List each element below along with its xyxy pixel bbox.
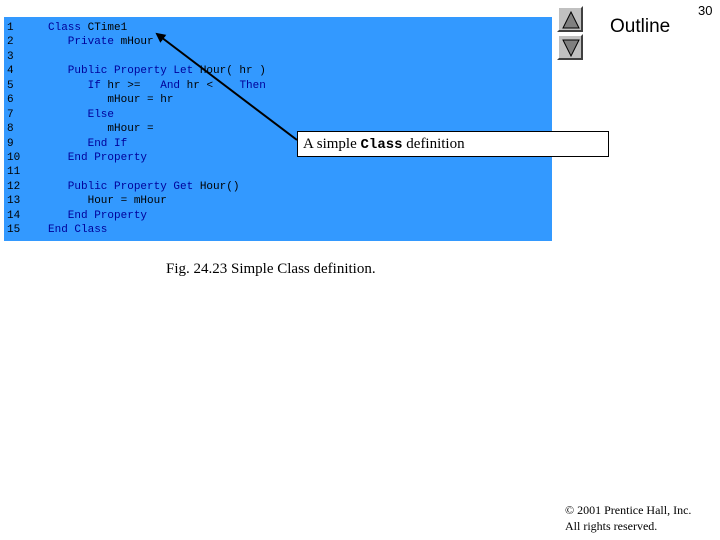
line-number: 15 xyxy=(7,224,21,237)
callout-prefix: A simple xyxy=(303,136,361,152)
code-keyword: Private xyxy=(48,36,121,49)
code-text: Hour() xyxy=(199,180,240,193)
code-text: hr < xyxy=(186,79,240,92)
line-number: 10 xyxy=(7,151,21,164)
line-number: 1 xyxy=(7,22,14,34)
figure-caption: Fig. 24.23 Simple Class definition. xyxy=(166,261,376,277)
code-text: Hour = mHour xyxy=(48,195,167,208)
code-text: mHour = hr xyxy=(48,94,174,107)
code-line: Public Property Let Hour( hr ) xyxy=(48,64,266,78)
outline-title[interactable]: Outline xyxy=(610,16,671,37)
copyright-line-2: All rights reserved. xyxy=(565,519,658,533)
code-keyword: Class xyxy=(48,22,88,34)
code-keyword: And xyxy=(160,79,187,92)
code-text: mHour xyxy=(120,36,154,49)
code-keyword: End If xyxy=(48,137,128,150)
code-line: If hr >= And hr < Then xyxy=(48,79,266,93)
code-text: mHour = xyxy=(48,123,154,136)
code-listing: Class CTime1 Private mHour Public Proper… xyxy=(48,21,266,238)
code-line: End If xyxy=(48,137,266,151)
previous-slide-button[interactable] xyxy=(557,6,583,32)
code-text: Hour( hr ) xyxy=(199,65,266,78)
callout-box: A simple Class definition xyxy=(297,131,609,157)
code-line: Private mHour xyxy=(48,35,266,49)
code-line: End Property xyxy=(48,209,266,223)
code-keyword: Then xyxy=(239,79,266,92)
code-keyword: Else xyxy=(48,108,115,121)
triangle-up-icon xyxy=(562,11,580,29)
code-line xyxy=(48,50,266,64)
line-number: 11 xyxy=(7,166,21,179)
code-keyword: End Class xyxy=(48,224,108,237)
code-text: hr >= xyxy=(107,79,161,92)
code-keyword: If xyxy=(48,79,108,92)
line-number: 3 xyxy=(7,50,14,63)
code-keyword: End Property xyxy=(48,209,148,222)
next-slide-button[interactable] xyxy=(557,34,583,60)
code-keyword: Public Property Let xyxy=(48,65,200,78)
copyright-line-1: © 2001 Prentice Hall, Inc. xyxy=(565,503,692,517)
code-line: Hour = mHour xyxy=(48,194,266,208)
line-number: 12 xyxy=(7,180,21,193)
code-line: End Property xyxy=(48,151,266,165)
code-line: Class CTime1 xyxy=(48,21,266,35)
line-number: 14 xyxy=(7,209,21,222)
line-number: 4 xyxy=(7,65,14,78)
line-number: 8 xyxy=(7,123,14,136)
triangle-down-icon xyxy=(562,39,580,57)
code-line: Else xyxy=(48,108,266,122)
code-line: End Class xyxy=(48,223,266,237)
line-number: 6 xyxy=(7,94,14,107)
line-number: 2 xyxy=(7,36,14,49)
callout-code-word: Class xyxy=(360,137,403,153)
code-line: Public Property Get Hour() xyxy=(48,180,266,194)
copyright: © 2001 Prentice Hall, Inc. All rights re… xyxy=(565,502,691,534)
line-number: 5 xyxy=(7,79,14,92)
code-keyword: End Property xyxy=(48,151,148,164)
line-number: 7 xyxy=(7,108,14,121)
code-line: mHour = hr xyxy=(48,93,266,107)
callout-suffix: definition xyxy=(402,136,465,152)
slide-number: 30 xyxy=(698,3,713,18)
code-text: CTime1 xyxy=(87,22,128,34)
code-line xyxy=(48,165,266,179)
code-line: mHour = xyxy=(48,122,266,136)
line-number: 9 xyxy=(7,137,14,150)
line-number: 13 xyxy=(7,195,21,208)
code-keyword: Public Property Get xyxy=(48,180,200,193)
